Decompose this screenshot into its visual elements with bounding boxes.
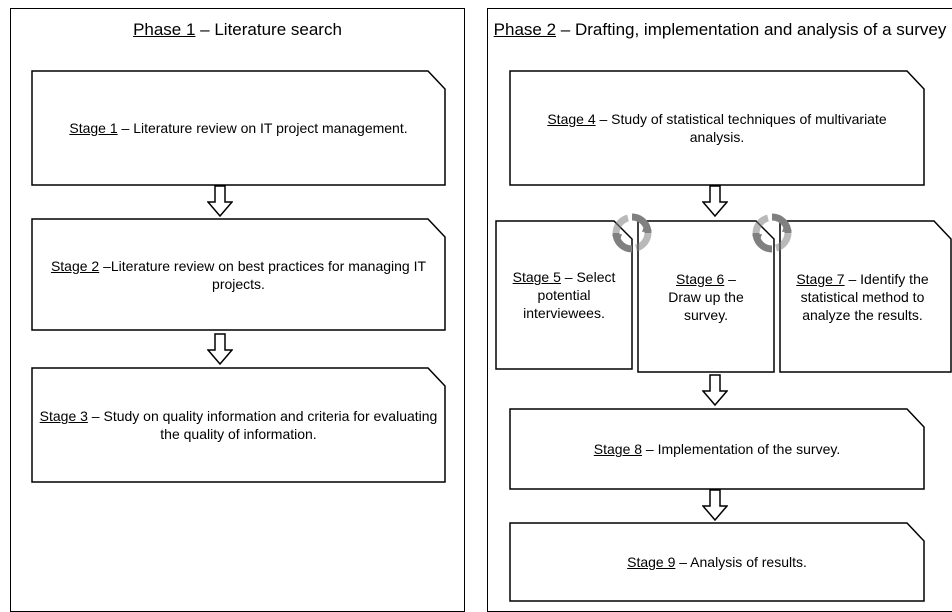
phase-1-label: Phase 1 xyxy=(133,20,196,39)
down-arrow-icon xyxy=(206,185,234,218)
down-arrow-icon xyxy=(701,374,729,407)
phase-2-label: Phase 2 xyxy=(493,20,557,39)
phase-1-title: Phase 1 – Literature search xyxy=(11,19,464,41)
stage-8-text: Stage 8 – Implementation of the survey. xyxy=(593,441,841,457)
phase-2-title: Phase 2 – Drafting, implementation and a… xyxy=(488,19,952,41)
stage-5-text: Stage 5 – Select potential interviewees. xyxy=(512,269,616,321)
stage-6-text: Stage 6 – Draw up the survey. xyxy=(668,270,744,323)
cycle-icon xyxy=(612,213,652,253)
stage-2-box: Stage 2 –Literature review on best pract… xyxy=(31,218,446,331)
phase-1-title-text: – Literature search xyxy=(195,20,342,39)
stage-1-box: Stage 1 – Literature review on IT projec… xyxy=(31,70,446,186)
stage-2-text: Stage 2 –Literature review on best pract… xyxy=(50,257,427,292)
stage-9-text: Stage 9 – Analysis of results. xyxy=(627,554,807,570)
stage-4-text: Stage 4 – Study of statistical technique… xyxy=(547,111,887,145)
stage-3-box: Stage 3 – Study on quality information a… xyxy=(31,367,446,483)
stage-3-text: Stage 3 – Study on quality information a… xyxy=(39,408,438,442)
stage-7-box: Stage 7 – Identify the statistical metho… xyxy=(779,220,952,373)
stage-5-box: Stage 5 – Select potential interviewees. xyxy=(495,220,633,370)
phase-2-title-text: – Drafting, implementation and analysis … xyxy=(556,20,947,39)
stage-4-box: Stage 4 – Study of statistical technique… xyxy=(509,70,925,186)
stage-8-box: Stage 8 – Implementation of the survey. xyxy=(509,408,925,490)
stage-9-box: Stage 9 – Analysis of results. xyxy=(509,522,925,602)
down-arrow-icon xyxy=(701,185,729,218)
stage-7-text: Stage 7 – Identify the statistical metho… xyxy=(796,270,929,323)
down-arrow-icon xyxy=(701,489,729,522)
down-arrow-icon xyxy=(206,333,234,366)
stage-6-box: Stage 6 – Draw up the survey. xyxy=(637,220,775,373)
stage-1-text: Stage 1 – Literature review on IT projec… xyxy=(69,120,408,136)
cycle-icon xyxy=(752,213,792,253)
